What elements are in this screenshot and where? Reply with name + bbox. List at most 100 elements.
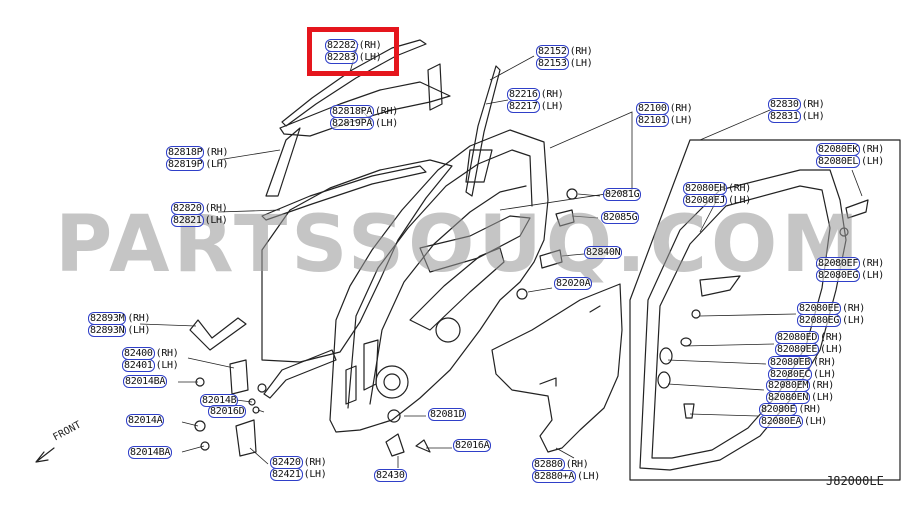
- part-number[interactable]: 82016D: [208, 405, 247, 418]
- part-callout[interactable]: 82830(RH)82831(LH): [768, 98, 825, 123]
- part-callout[interactable]: 82080ED(RH)82080EE(LH): [775, 331, 843, 356]
- part-number[interactable]: 82893N: [88, 324, 127, 337]
- side-suffix: (LH): [804, 416, 827, 427]
- hinge-upper: [229, 359, 249, 395]
- part-number[interactable]: 82282: [325, 39, 358, 52]
- glass-strip-upper: [265, 127, 301, 197]
- trim-box: [629, 139, 901, 481]
- part-number[interactable]: 82080EK: [816, 143, 861, 156]
- part-number[interactable]: 82080ED: [775, 331, 820, 344]
- part-number[interactable]: 82080EE: [797, 302, 842, 315]
- part-callout[interactable]: 82818PA(RH)82819PA(LH): [330, 105, 398, 130]
- side-suffix: (RH): [820, 332, 843, 343]
- part-number[interactable]: 82880+A: [532, 470, 577, 483]
- part-number[interactable]: 82080EG: [797, 314, 842, 327]
- part-number[interactable]: 82430: [374, 469, 407, 482]
- part-number[interactable]: 82401: [122, 359, 155, 372]
- part-number[interactable]: 82818PA: [330, 105, 375, 118]
- part-number[interactable]: 82831: [768, 110, 801, 123]
- part-number[interactable]: 82819P: [166, 158, 205, 171]
- part-number[interactable]: 82080EC: [768, 368, 813, 381]
- part-callout[interactable]: 82080EF(RH)82080EG(LH): [816, 257, 884, 282]
- part-number[interactable]: 82014A: [126, 414, 165, 427]
- part-number[interactable]: 82016A: [453, 439, 492, 452]
- part-number[interactable]: 82020A: [554, 277, 593, 290]
- part-number[interactable]: 82080E: [759, 403, 798, 416]
- part-number[interactable]: 82080EN: [766, 391, 811, 404]
- part-callout[interactable]: 82420(RH)82421(LH): [270, 456, 327, 481]
- part-callout[interactable]: 82081D: [428, 408, 467, 421]
- part-number[interactable]: 82080EL: [816, 155, 861, 168]
- part-callout[interactable]: 82014BA: [128, 446, 173, 459]
- side-suffix: (LH): [569, 58, 593, 69]
- side-suffix: (LH): [861, 156, 884, 167]
- part-number[interactable]: 82216: [507, 88, 540, 101]
- part-callout[interactable]: 82014B: [200, 394, 239, 407]
- part-number[interactable]: 82830: [768, 98, 801, 111]
- side-suffix: (LH): [842, 315, 865, 326]
- part-callout[interactable]: 82430: [374, 469, 407, 482]
- part-number[interactable]: 82014BA: [128, 446, 173, 459]
- part-number[interactable]: 82821: [171, 214, 204, 227]
- part-number[interactable]: 82080EM: [766, 379, 811, 392]
- part-callout[interactable]: 82400(RH)82401(LH): [122, 347, 179, 372]
- part-number[interactable]: 82014B: [200, 394, 239, 407]
- part-number[interactable]: 82080EJ: [683, 194, 728, 207]
- part-number[interactable]: 82893M: [88, 312, 127, 325]
- part-number[interactable]: 82080EB: [768, 356, 813, 369]
- part-number[interactable]: 82152: [536, 45, 569, 58]
- front-arrow: [35, 447, 55, 463]
- part-number[interactable]: 82819PA: [330, 117, 375, 130]
- part-callout[interactable]: 82085G: [601, 211, 640, 224]
- part-callout[interactable]: 82080EM(RH)82080EN(LH): [766, 379, 834, 404]
- part-number[interactable]: 82820: [171, 202, 204, 215]
- part-callout[interactable]: 82020A: [554, 277, 593, 290]
- part-callout[interactable]: 82152(RH)82153(LH): [536, 45, 593, 70]
- part-callout[interactable]: 82014A: [126, 414, 165, 427]
- side-suffix: (RH): [205, 147, 229, 158]
- part-number[interactable]: 82081G: [603, 188, 642, 201]
- part-callout[interactable]: 82080EB(RH)82080EC(LH): [768, 356, 836, 381]
- part-callout[interactable]: 82080EE(RH)82080EG(LH): [797, 302, 865, 327]
- part-callout[interactable]: 82016D: [208, 405, 247, 418]
- outer-weatherstrip: [281, 39, 427, 127]
- part-number[interactable]: 82217: [507, 100, 540, 113]
- part-number[interactable]: 82101: [636, 114, 669, 127]
- part-number[interactable]: 82080EA: [759, 415, 804, 428]
- part-number[interactable]: 82080EH: [683, 182, 728, 195]
- side-suffix: (RH): [811, 380, 834, 391]
- part-number[interactable]: 82014BA: [123, 375, 168, 388]
- part-number[interactable]: 82400: [122, 347, 155, 360]
- part-number[interactable]: 82080EE: [775, 343, 820, 356]
- part-callout[interactable]: 82880(RH)82880+A(LH): [532, 458, 600, 483]
- part-number[interactable]: 82840N: [584, 246, 623, 259]
- part-callout[interactable]: 82100(RH)82101(LH): [636, 102, 693, 127]
- part-callout[interactable]: 82080EH(RH)82080EJ(LH): [683, 182, 751, 207]
- part-callout[interactable]: 82216(RH)82217(LH): [507, 88, 564, 113]
- part-callout[interactable]: 82014BA: [123, 375, 168, 388]
- part-callout[interactable]: 82893M(RH)82893N(LH): [88, 312, 151, 337]
- side-suffix: (RH): [813, 357, 836, 368]
- part-callout[interactable]: 82818P(RH)82819P(LH): [166, 146, 229, 171]
- part-callout[interactable]: 82840N: [584, 246, 623, 259]
- part-number[interactable]: 82085G: [601, 211, 640, 224]
- part-number[interactable]: 82081D: [428, 408, 467, 421]
- part-number[interactable]: 82880: [532, 458, 565, 471]
- part-number[interactable]: 82420: [270, 456, 303, 469]
- part-number[interactable]: 82100: [636, 102, 669, 115]
- part-number[interactable]: 82080EG: [816, 269, 861, 282]
- part-callout[interactable]: 82081G: [603, 188, 642, 201]
- diagram-code: J82000LE: [826, 474, 884, 488]
- side-suffix: (LH): [127, 325, 151, 336]
- part-number[interactable]: 82080EF: [816, 257, 861, 270]
- side-suffix: (RH): [728, 183, 751, 194]
- part-callout[interactable]: 82080EK(RH)82080EL(LH): [816, 143, 884, 168]
- part-callout[interactable]: 82282(RH)82283(LH): [325, 39, 382, 64]
- part-number[interactable]: 82421: [270, 468, 303, 481]
- part-number[interactable]: 82818P: [166, 146, 205, 159]
- part-callout[interactable]: 82820(RH)82821(LH): [171, 202, 228, 227]
- part-number[interactable]: 82283: [325, 51, 358, 64]
- part-callout[interactable]: 82080E(RH)82080EA(LH): [759, 403, 827, 428]
- part-callout[interactable]: 82016A: [453, 439, 492, 452]
- part-number[interactable]: 82153: [536, 57, 569, 70]
